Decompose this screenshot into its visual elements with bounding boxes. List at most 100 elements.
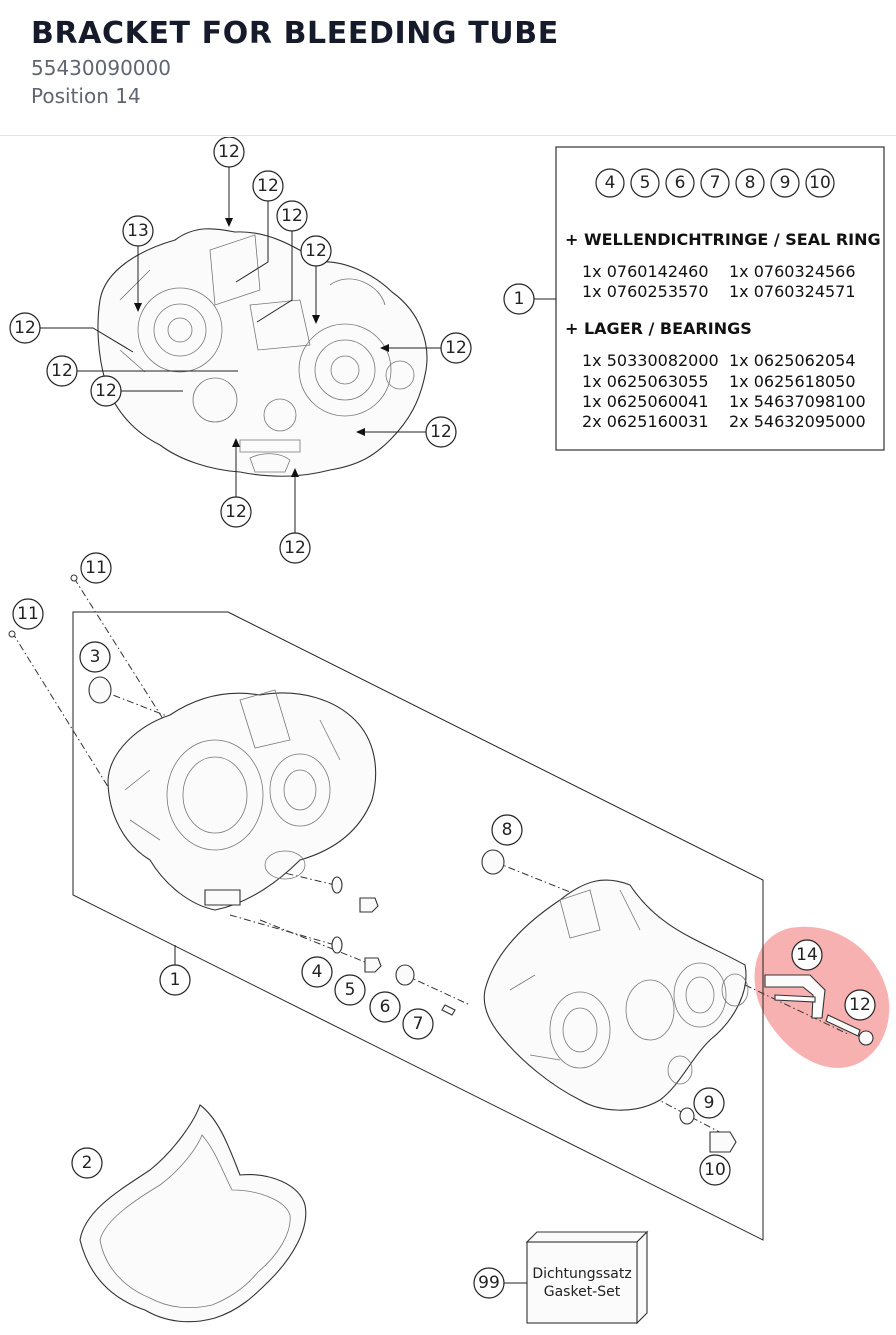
svg-text:12: 12 xyxy=(225,502,247,522)
callout[interactable]: 99 xyxy=(473,1267,505,1299)
svg-text:14: 14 xyxy=(796,945,818,965)
callout[interactable]: 3 xyxy=(79,641,111,673)
callout-highlighted[interactable]: 12 xyxy=(844,989,876,1021)
bearing-part: 1x 0625062054 xyxy=(729,351,856,370)
svg-text:11: 11 xyxy=(17,604,39,624)
svg-text:2: 2 xyxy=(82,1153,93,1173)
gasket xyxy=(79,1104,307,1323)
callout[interactable]: 12 xyxy=(213,137,245,168)
callout[interactable]: 12 xyxy=(220,496,252,528)
svg-text:12: 12 xyxy=(849,995,871,1015)
callout[interactable]: 5 xyxy=(334,974,366,1006)
callout[interactable]: 6 xyxy=(369,991,401,1023)
svg-text:12: 12 xyxy=(95,381,117,401)
bearing-part: 2x 0625160031 xyxy=(582,412,709,431)
callout[interactable]: 12 xyxy=(425,416,457,448)
seal-part: 1x 0760253570 xyxy=(582,282,709,301)
seal-part: 1x 0760142460 xyxy=(582,262,709,281)
svg-text:13: 13 xyxy=(127,221,149,241)
exploded-view: Dichtungssatz Gasket-Set xyxy=(8,574,874,1325)
callout[interactable]: 8 xyxy=(491,814,523,846)
callout[interactable]: 12 xyxy=(46,355,78,387)
legend-callout[interactable]: 1 xyxy=(503,283,535,315)
callout-highlighted[interactable]: 14 xyxy=(791,939,823,971)
svg-text:11: 11 xyxy=(85,558,107,578)
small-parts-row xyxy=(331,876,456,1016)
svg-text:8: 8 xyxy=(745,173,756,193)
crankcase-top-view xyxy=(97,228,428,477)
callout[interactable]: 10 xyxy=(805,168,835,198)
callout[interactable]: 7 xyxy=(700,168,730,198)
callout[interactable]: 1 xyxy=(159,964,191,996)
svg-text:12: 12 xyxy=(281,206,303,226)
callout[interactable]: 12 xyxy=(252,170,284,202)
callout[interactable]: 2 xyxy=(71,1147,103,1179)
exploded-view-drawing: 12 12 12 13 12 12 12 12 12 12 12 12 1 4 … xyxy=(0,137,896,1335)
svg-text:12: 12 xyxy=(257,176,279,196)
callout[interactable]: 12 xyxy=(440,332,472,364)
callout[interactable]: 9 xyxy=(770,168,800,198)
callout[interactable]: 4 xyxy=(301,956,333,988)
svg-text:10: 10 xyxy=(704,1160,726,1180)
seal-heading: + WELLENDICHTRINGE / SEAL RING xyxy=(565,230,881,249)
svg-text:12: 12 xyxy=(445,338,467,358)
top-view-leaders xyxy=(40,167,441,533)
page-header: BRACKET FOR BLEEDING TUBE 55430090000 Po… xyxy=(0,0,896,136)
svg-text:12: 12 xyxy=(218,142,240,162)
callout[interactable]: 12 xyxy=(276,200,308,232)
left-crankcase-half xyxy=(107,692,377,911)
seal-part: 1x 0760324566 xyxy=(729,262,856,281)
page-title: BRACKET FOR BLEEDING TUBE xyxy=(31,16,559,51)
legend-box: 1 4 5 6 7 8 9 10 + WELLENDICHTRINGE / SE… xyxy=(503,146,885,451)
svg-text:99: 99 xyxy=(478,1273,500,1293)
gasket-set-label-de: Dichtungssatz xyxy=(532,1266,631,1282)
svg-text:7: 7 xyxy=(710,173,721,193)
bearing-part: 1x 0625618050 xyxy=(729,372,856,391)
gasket-set-label-en: Gasket-Set xyxy=(544,1284,621,1300)
bearing-heading: + LAGER / BEARINGS xyxy=(565,319,752,338)
callout[interactable]: 12 xyxy=(90,375,122,407)
drawing-canvas: 12 12 12 13 12 12 12 12 12 12 12 12 1 4 … xyxy=(8,137,890,1325)
callout[interactable]: 13 xyxy=(122,215,154,247)
callout[interactable]: 11 xyxy=(12,598,44,630)
svg-text:6: 6 xyxy=(380,997,391,1017)
svg-text:12: 12 xyxy=(51,361,73,381)
callout[interactable]: 6 xyxy=(665,168,695,198)
callout[interactable]: 4 xyxy=(595,168,625,198)
bleeding-tube-bracket[interactable] xyxy=(764,974,826,1019)
position-label: Position 14 xyxy=(31,84,141,108)
part-number: 55430090000 xyxy=(31,56,171,80)
bearing-part: 2x 54632095000 xyxy=(729,412,866,431)
bearing-part: 1x 0625063055 xyxy=(582,372,709,391)
svg-text:6: 6 xyxy=(675,173,686,193)
svg-text:7: 7 xyxy=(413,1014,424,1034)
svg-text:12: 12 xyxy=(14,318,36,338)
callout[interactable]: 11 xyxy=(80,552,112,584)
legend-item-numbers: 4 5 6 7 8 9 10 xyxy=(595,168,835,198)
svg-text:5: 5 xyxy=(640,173,651,193)
bearing-part: 1x 0625060041 xyxy=(582,392,709,411)
assembly-frame xyxy=(72,611,764,1241)
svg-text:4: 4 xyxy=(312,962,323,982)
callout[interactable]: 12 xyxy=(300,235,332,267)
callout[interactable]: 10 xyxy=(699,1154,731,1186)
callout[interactable]: 12 xyxy=(9,312,41,344)
seal-part: 1x 0760324571 xyxy=(729,282,856,301)
svg-text:1: 1 xyxy=(514,289,525,309)
callout[interactable]: 8 xyxy=(735,168,765,198)
callout[interactable]: 12 xyxy=(279,532,311,564)
callout[interactable]: 7 xyxy=(402,1008,434,1040)
svg-text:9: 9 xyxy=(704,1093,715,1113)
svg-text:9: 9 xyxy=(780,173,791,193)
svg-text:12: 12 xyxy=(430,422,452,442)
exploded-callouts: 11 11 3 8 1 4 5 6 7 9 10 2 99 14 12 xyxy=(12,552,876,1299)
svg-text:8: 8 xyxy=(502,820,513,840)
gasket-set-box[interactable]: Dichtungssatz Gasket-Set xyxy=(525,1230,649,1325)
svg-text:3: 3 xyxy=(90,647,101,667)
svg-text:1: 1 xyxy=(170,970,181,990)
svg-text:12: 12 xyxy=(284,538,306,558)
bracket-bolt[interactable] xyxy=(825,1014,874,1046)
callout[interactable]: 5 xyxy=(630,168,660,198)
callout[interactable]: 9 xyxy=(693,1087,725,1119)
bearing-part: 1x 54637098100 xyxy=(729,392,866,411)
